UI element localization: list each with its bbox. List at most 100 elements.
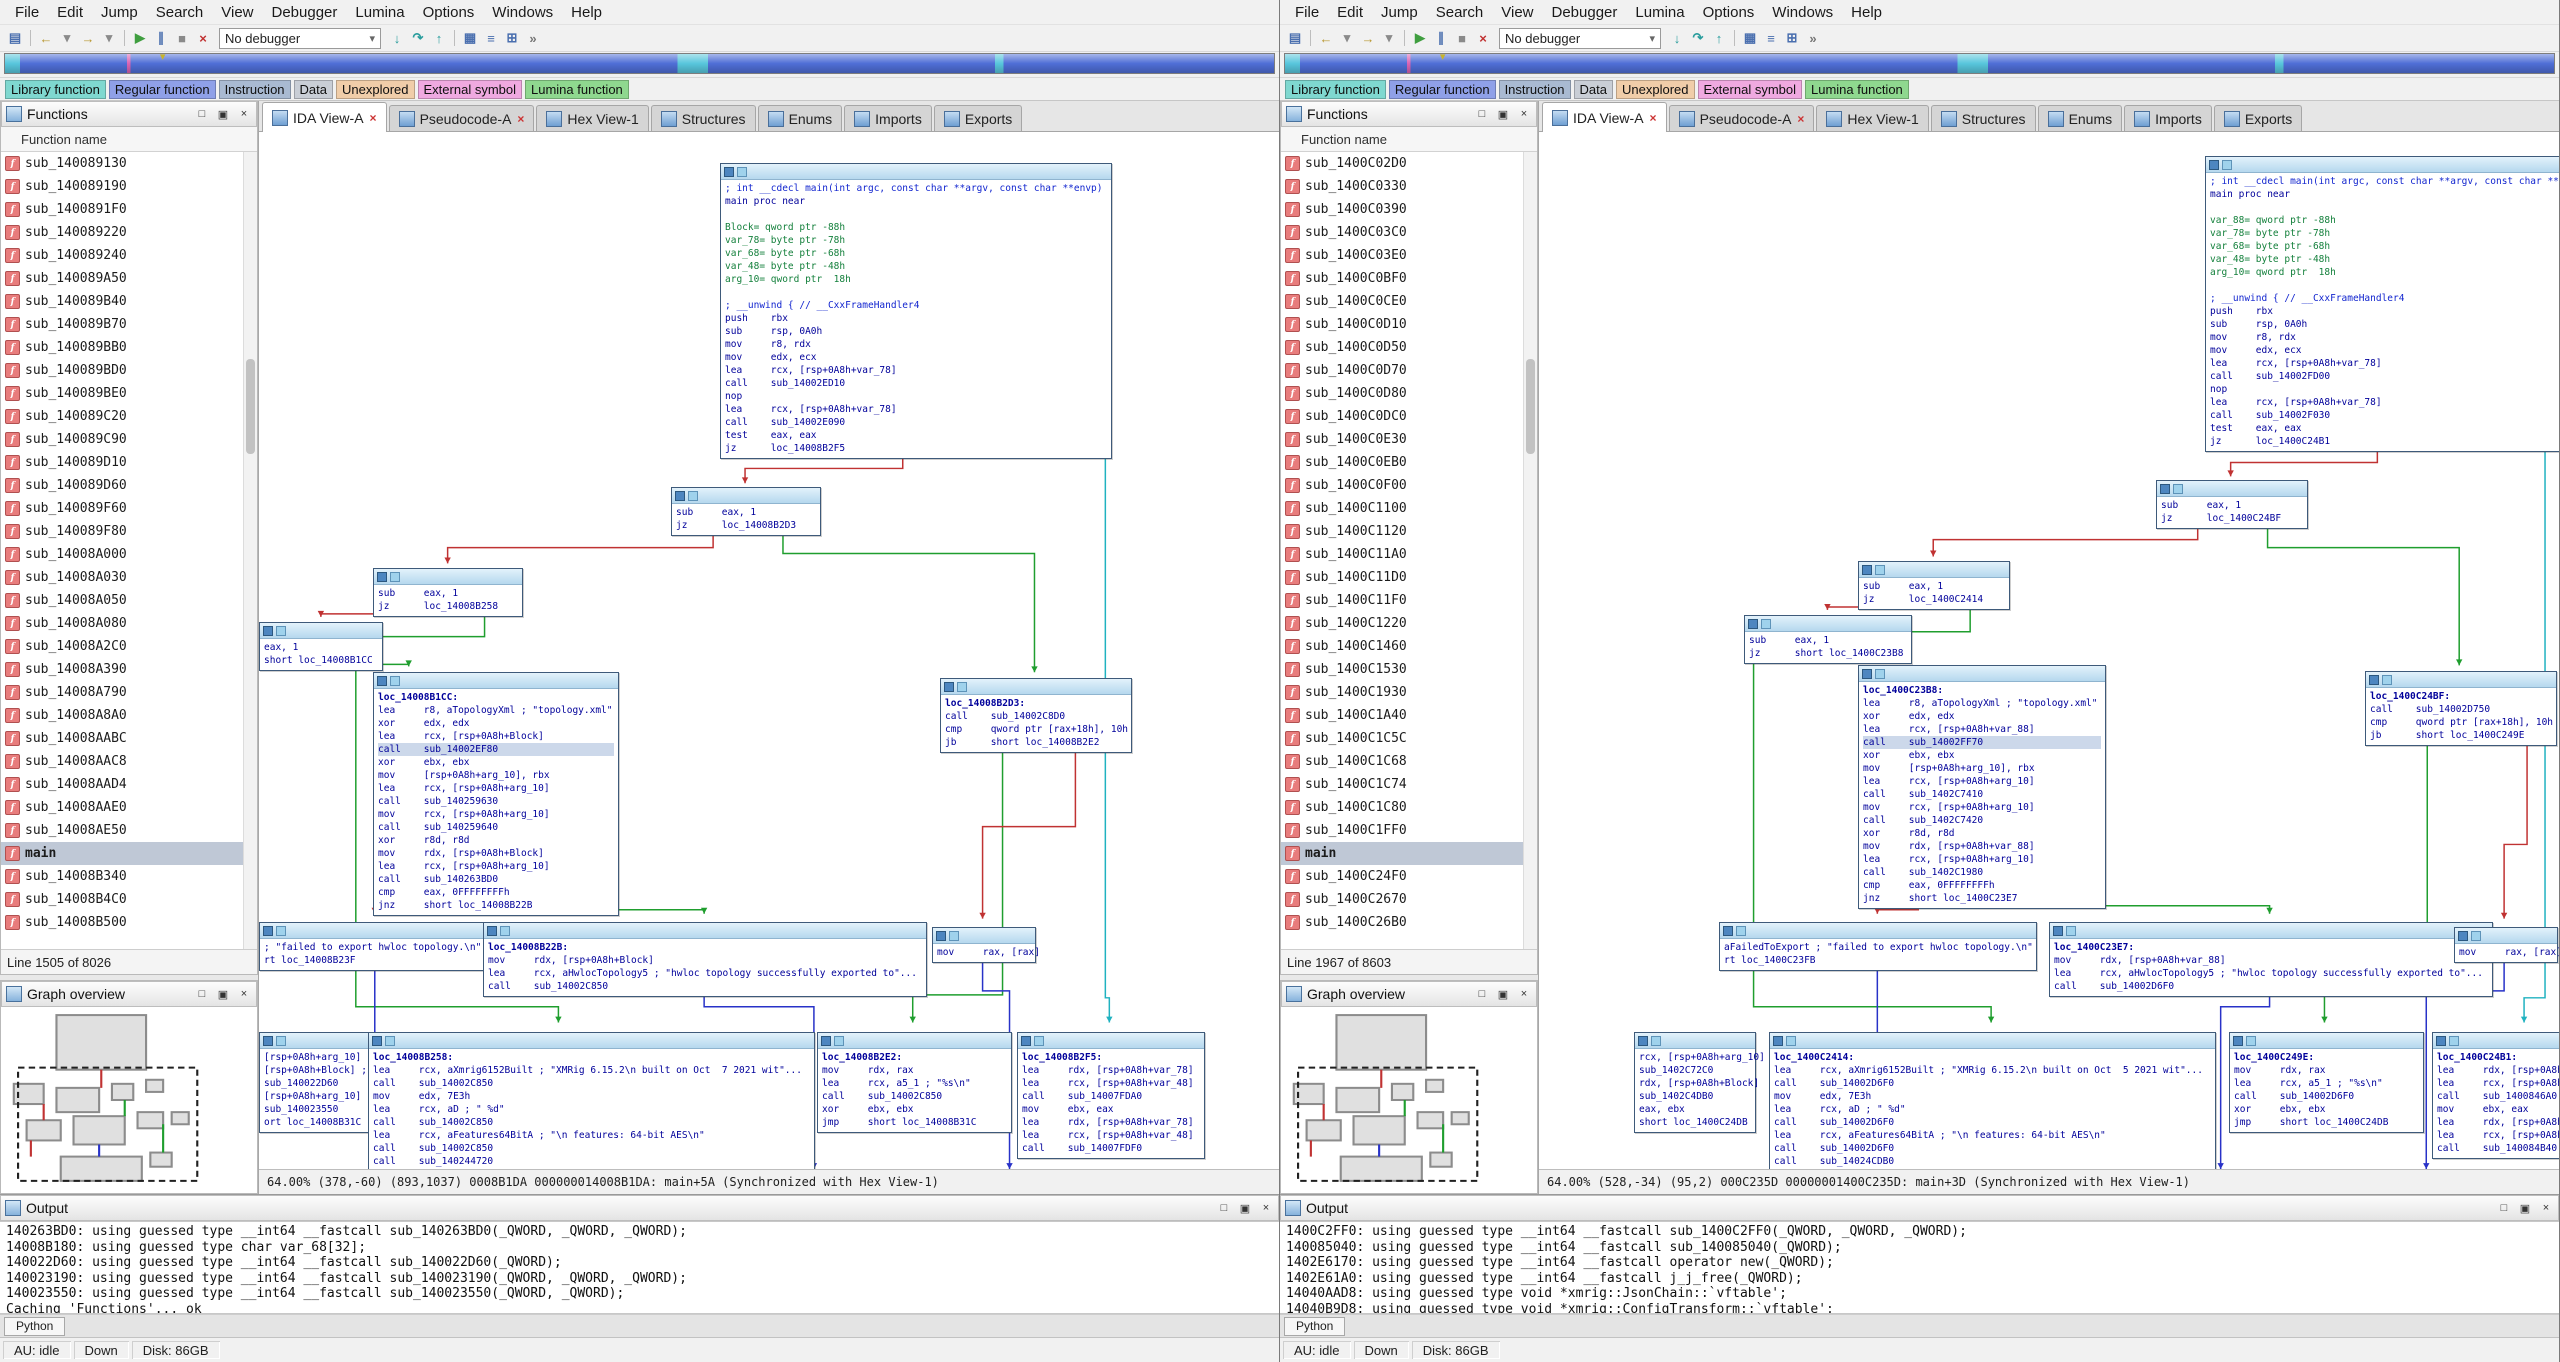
- basic-block[interactable]: mov rax, [rax]: [932, 927, 1040, 963]
- basic-block-titlebar[interactable]: [1859, 666, 2105, 682]
- function-name-column-header[interactable]: Function name: [1, 127, 257, 152]
- basic-block-titlebar[interactable]: [933, 928, 1035, 944]
- basic-block[interactable]: loc_1400C2414:lea rcx, aXmrig6152Built ;…: [1769, 1032, 2216, 1169]
- basic-block-titlebar[interactable]: [1018, 1033, 1204, 1049]
- close-tab-icon[interactable]: ×: [1797, 111, 1805, 126]
- close-window-icon[interactable]: ×: [1262, 1202, 1270, 1214]
- basic-block-titlebar[interactable]: [1770, 1033, 2215, 1049]
- basic-block-titlebar[interactable]: [818, 1033, 1011, 1049]
- step-into-icon[interactable]: ↓: [393, 30, 401, 46]
- segments-icon[interactable]: ≡: [487, 30, 495, 46]
- basic-block[interactable]: ; int __cdecl main(int argc, const char …: [720, 163, 1112, 459]
- maximize-window-icon[interactable]: ▣: [217, 108, 229, 121]
- menu-windows[interactable]: Windows: [1772, 3, 1834, 21]
- basic-block-titlebar[interactable]: [369, 1033, 814, 1049]
- graph-canvas[interactable]: ; int __cdecl main(int argc, const char …: [259, 132, 1279, 1169]
- basic-block[interactable]: [rsp+0A8h+arg_10][rsp+0A8h+Block] ; Bloc…: [259, 1032, 401, 1133]
- jump-back-icon[interactable]: ←: [1319, 30, 1333, 46]
- basic-block-titlebar[interactable]: [2455, 928, 2557, 944]
- cancel-analysis-icon[interactable]: ×: [1479, 30, 1487, 46]
- forward-history-icon[interactable]: ▾: [105, 30, 113, 45]
- menu-view[interactable]: View: [221, 3, 254, 21]
- basic-block-titlebar[interactable]: [2433, 1033, 2559, 1049]
- navigation-band[interactable]: ▾: [4, 51, 1275, 74]
- run-until-return-icon[interactable]: ↑: [435, 30, 443, 46]
- toolbar-overflow-icon[interactable]: »: [1809, 30, 1817, 46]
- stop-process-icon[interactable]: ■: [1458, 30, 1466, 46]
- basic-block-titlebar[interactable]: [1859, 562, 2009, 578]
- basic-block-titlebar[interactable]: [2050, 923, 2492, 939]
- float-window-icon[interactable]: □: [198, 988, 206, 1000]
- tab-structures[interactable]: Structures: [650, 105, 756, 131]
- maximize-window-icon[interactable]: ▣: [217, 988, 229, 1001]
- tab-structures[interactable]: Structures: [1930, 105, 2036, 131]
- graph-canvas[interactable]: ; int __cdecl main(int argc, const char …: [1539, 132, 2559, 1169]
- jump-forward-icon[interactable]: →: [1361, 30, 1375, 46]
- basic-block[interactable]: loc_14008B2F5:lea rdx, [rsp+0A8h+var_78]…: [1017, 1032, 1205, 1159]
- basic-block-titlebar[interactable]: [2366, 672, 2556, 688]
- basic-block-titlebar[interactable]: [1720, 923, 2036, 939]
- basic-block[interactable]: loc_1400C24B1:lea rdx, [rsp+0A8h+var_78]…: [2432, 1032, 2559, 1159]
- graph-overview-minimap[interactable]: [1, 1007, 257, 1193]
- menu-options[interactable]: Options: [1702, 3, 1755, 21]
- dock-splitter[interactable]: [1280, 975, 1538, 980]
- menu-file[interactable]: File: [15, 3, 40, 21]
- basic-block[interactable]: ; "failed to export hwloc topology.\n"rt…: [259, 922, 491, 971]
- structures-icon[interactable]: ⊞: [506, 30, 518, 45]
- basic-block-titlebar[interactable]: [2230, 1033, 2423, 1049]
- tab-exports[interactable]: Exports: [933, 105, 1023, 131]
- close-window-icon[interactable]: ×: [2542, 1202, 2550, 1214]
- basic-block-titlebar[interactable]: [672, 488, 820, 504]
- run-until-return-icon[interactable]: ↑: [1715, 30, 1723, 46]
- basic-block-titlebar[interactable]: [484, 923, 926, 939]
- basic-block-titlebar[interactable]: [941, 679, 1131, 695]
- menu-options[interactable]: Options: [422, 3, 475, 21]
- tab-imports[interactable]: Imports: [844, 105, 932, 131]
- debugger-select[interactable]: No debugger▾: [1499, 27, 1661, 49]
- basic-block[interactable]: loc_14008B258:lea rcx, aXmrig6152Built ;…: [368, 1032, 815, 1169]
- forward-history-icon[interactable]: ▾: [1385, 30, 1393, 45]
- navigation-band[interactable]: ▾: [1284, 51, 2555, 74]
- tab-ida-view-a[interactable]: IDA View-A×: [1542, 102, 1667, 132]
- float-window-icon[interactable]: □: [1478, 108, 1486, 120]
- basic-block[interactable]: loc_1400C23E7:mov rdx, [rsp+0A8h+var_88]…: [2049, 922, 2493, 997]
- close-window-icon[interactable]: ×: [240, 988, 248, 1000]
- menu-lumina[interactable]: Lumina: [1635, 3, 1685, 21]
- debugger-select[interactable]: No debugger▾: [219, 27, 381, 49]
- menu-view[interactable]: View: [1501, 3, 1534, 21]
- basic-block-titlebar[interactable]: [374, 569, 522, 585]
- close-window-icon[interactable]: ×: [1520, 108, 1528, 120]
